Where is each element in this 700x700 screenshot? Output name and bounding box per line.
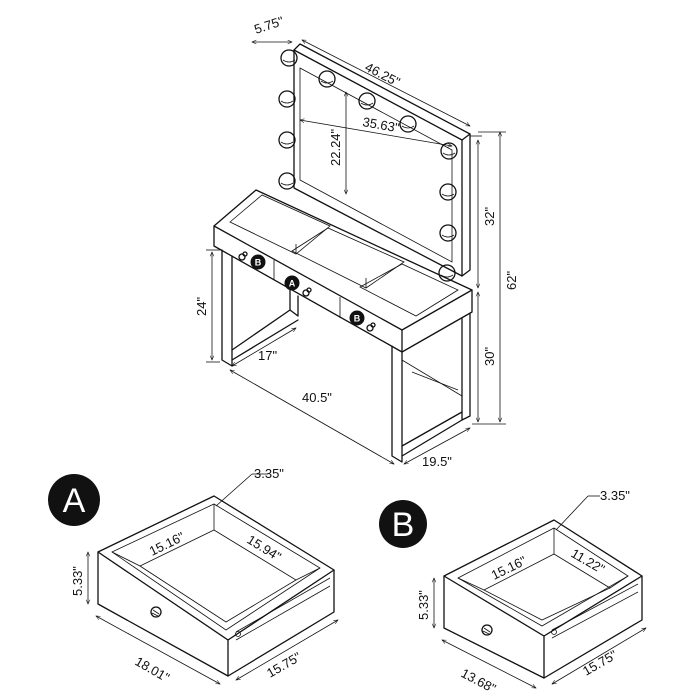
drawer-marker-b-left: B: [250, 254, 266, 270]
dim-drawer-b-depth: 15.75": [580, 647, 620, 679]
drawer-a: [97, 495, 335, 677]
svg-text:B: B: [392, 506, 415, 544]
badge-b: B: [379, 500, 427, 548]
drawer-knob-icon: [302, 287, 312, 297]
bulb-icon: [278, 90, 296, 108]
drawer-b-dimension-lines: [434, 495, 646, 689]
bulb-icon: [439, 224, 457, 242]
dim-total-height: 62": [504, 271, 519, 290]
dim-drawer-a-depth: 15.75": [264, 649, 304, 681]
dim-drawer-a-front-width: 18.01": [133, 654, 173, 686]
dim-mirror-depth: 5.75": [252, 13, 285, 37]
dim-drawer-a-inner-depth: 15.94": [244, 532, 284, 565]
drawer-a-dimension-labels: 3.35" 15.16" 15.94" 5.33" 18.01" 15.75": [70, 466, 304, 685]
dim-drawer-b-inner-width: 15.16": [489, 553, 529, 583]
dim-mirror-glass-height: 22.24": [328, 128, 343, 166]
vanity-dimension-lines: [206, 39, 506, 464]
bulb-icon: [278, 172, 296, 190]
bulb-icon: [318, 70, 336, 88]
bulb-icon: [280, 49, 298, 67]
dim-drawer-a-inner-width: 15.16": [147, 529, 187, 559]
dim-table-width: 40.5": [302, 390, 332, 405]
bulb-icon: [399, 115, 417, 133]
drawer-knob-icon: [481, 624, 493, 636]
svg-text:B: B: [255, 258, 262, 268]
dim-leg-clearance: 24": [194, 297, 209, 316]
bulb-icon: [278, 131, 296, 149]
dim-drawer-b-front-width: 13.68": [459, 665, 499, 696]
bulb-icon: [439, 183, 457, 201]
mirror-glass: [299, 67, 453, 263]
drawer-marker-a: A: [284, 275, 300, 291]
dim-mirror-height: 32": [482, 207, 497, 226]
svg-text:B: B: [354, 314, 361, 324]
dim-inner-depth: 17": [258, 348, 277, 363]
drawer-marker-b-right: B: [349, 310, 365, 326]
drawer-knob-icon: [238, 251, 248, 261]
badge-a: A: [48, 474, 100, 526]
svg-text:A: A: [289, 279, 296, 289]
dim-table-depth: 19.5": [422, 454, 452, 469]
drawer-knob-icon: [366, 322, 376, 332]
drawer-b-dimension-labels: 3.35" 15.16" 11.22" 5.33" 13.68" 15.75": [416, 488, 630, 696]
dim-drawer-a-height: 5.33": [70, 566, 85, 596]
dim-mirror-width: 46.25": [363, 59, 403, 89]
dim-drawer-b-height: 5.33": [416, 590, 431, 620]
svg-text:A: A: [63, 482, 86, 520]
dim-mirror-glass-width: 35.63": [361, 114, 401, 135]
vanity-table: [213, 189, 473, 463]
dim-drawer-b-top-gap: 3.35": [600, 488, 630, 503]
dim-drawer-a-top-gap: 3.35": [254, 466, 284, 481]
drawer-knob-icon: [150, 606, 162, 618]
dim-table-height: 30": [482, 347, 497, 366]
drawer-a-dimension-lines: [88, 473, 338, 685]
